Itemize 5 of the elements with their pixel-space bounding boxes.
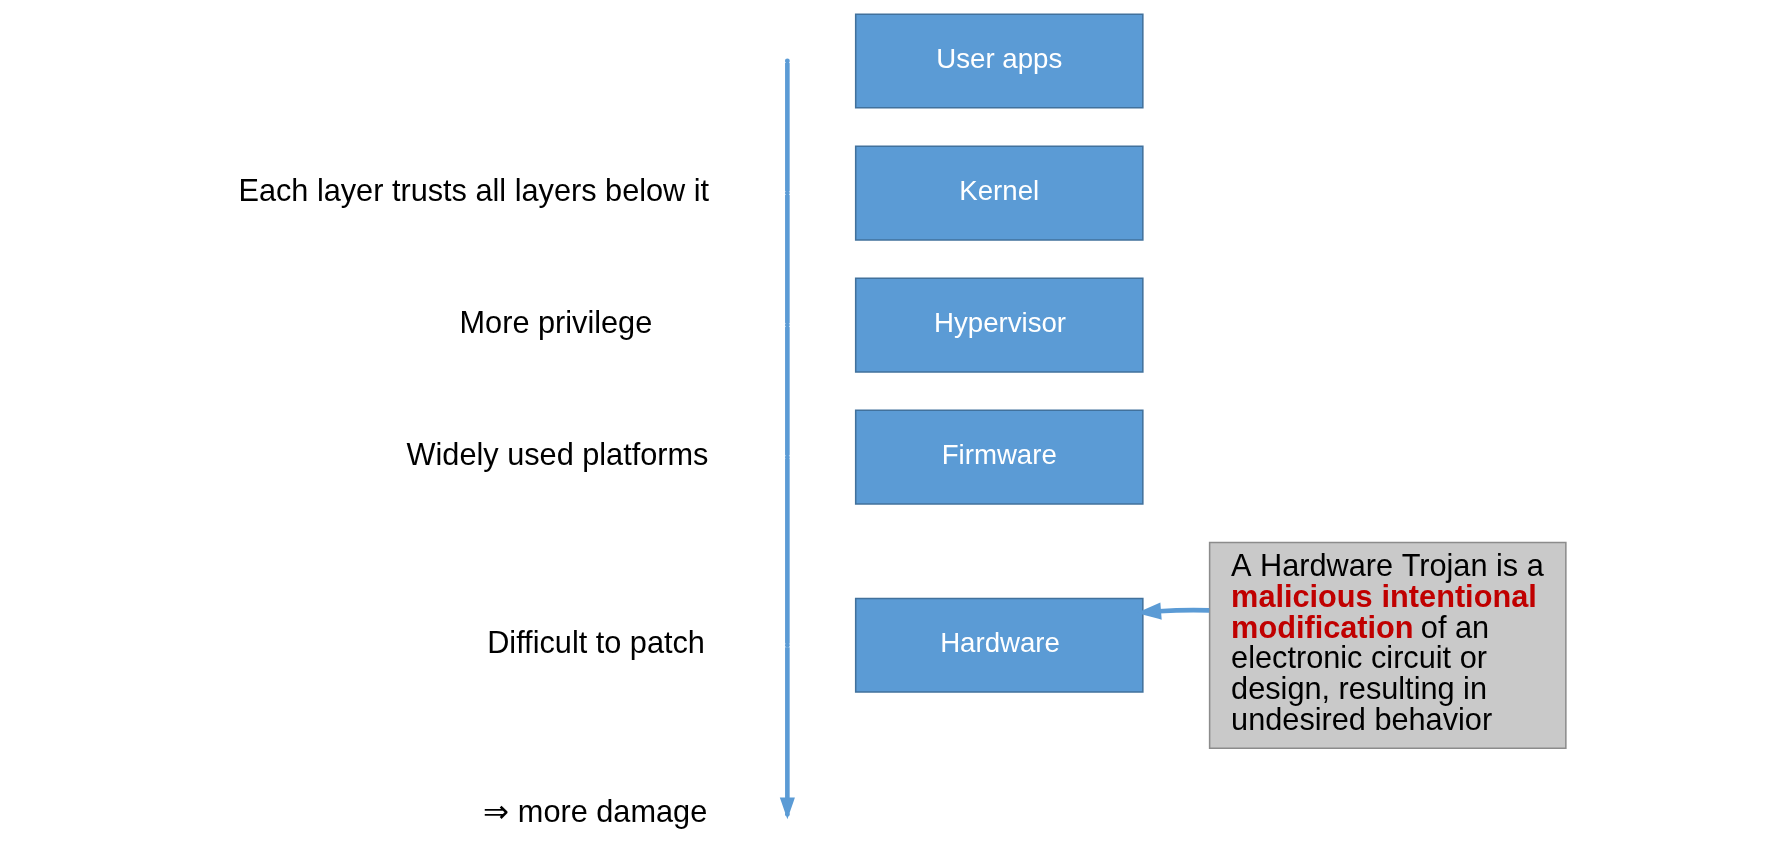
label: Difficult to patch [486,624,705,660]
label: More privilege [459,304,652,340]
label: ⇒ more damage [482,793,707,829]
label: Each layer trusts all layers below it [237,172,709,208]
label: Widely used platforms [406,436,708,472]
